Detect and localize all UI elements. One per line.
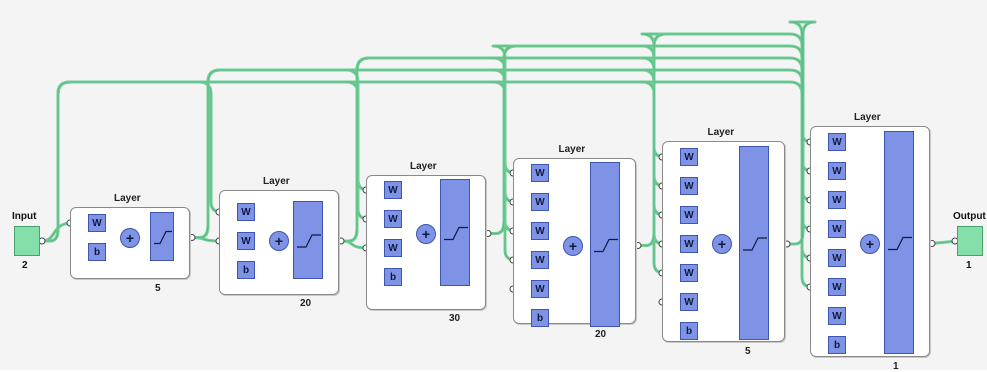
activation-curve-icon (743, 237, 767, 251)
bias-block: b (237, 261, 255, 279)
layer-title: Layer (114, 193, 141, 204)
sum-node: + (120, 227, 140, 248)
transfer-function-block (739, 146, 769, 340)
sum-node: + (416, 223, 436, 244)
transfer-function-block (440, 179, 470, 286)
activation-curve-icon (154, 230, 172, 245)
layer-size: 20 (595, 329, 607, 340)
weight-block: W (680, 206, 698, 224)
bias-block: b (680, 322, 698, 340)
weight-block: W (680, 177, 698, 195)
weight-block: W (828, 133, 846, 151)
weight-block: W (384, 181, 402, 199)
layer-title: Layer (410, 161, 437, 172)
weight-block: W (680, 235, 698, 253)
weight-block: W (680, 148, 698, 166)
weight-block: W (828, 162, 846, 180)
transfer-function-block (884, 131, 914, 354)
transfer-function-block (590, 162, 620, 327)
transfer-function-block (150, 212, 174, 261)
transfer-function-block (293, 201, 323, 279)
weight-block: W (828, 191, 846, 209)
layer-title: Layer (707, 127, 735, 138)
weight-block: W (531, 164, 549, 182)
layer-size: 5 (745, 346, 751, 357)
weight-block: W (384, 239, 402, 257)
bias-block: b (88, 243, 106, 261)
layer-size: 20 (300, 298, 312, 309)
weight-block: W (237, 232, 255, 250)
weight-block: W (680, 264, 698, 282)
output-block (957, 226, 983, 256)
layer-size: 5 (155, 283, 161, 294)
weight-block: W (828, 220, 846, 238)
sum-node: + (269, 231, 289, 251)
activation-curve-icon (444, 226, 468, 241)
layer-title: Layer (558, 144, 586, 155)
output-size: 1 (966, 260, 972, 271)
weight-block: W (680, 293, 698, 311)
layer-size: 1 (893, 361, 899, 372)
bias-block: b (384, 268, 402, 286)
activation-curve-icon (297, 234, 321, 248)
weight-block: W (384, 210, 402, 228)
weight-block: W (531, 193, 549, 211)
activation-curve-icon (594, 238, 618, 253)
input-label: Input (12, 211, 37, 222)
weight-block: W (828, 278, 846, 296)
weight-block: W (828, 307, 846, 325)
bias-block: b (531, 309, 549, 327)
layer-title: Layer (263, 176, 290, 187)
layer-title: Layer (854, 112, 881, 123)
weight-block: W (531, 251, 549, 269)
weight-block: W (531, 222, 549, 240)
weight-block: W (828, 249, 846, 267)
input-size: 2 (22, 260, 28, 271)
layer-size: 30 (449, 313, 461, 324)
input-block (14, 226, 40, 256)
sum-node: + (712, 234, 732, 254)
weight-block: W (531, 280, 549, 298)
weight-block: W (237, 203, 255, 221)
activation-curve-icon (888, 236, 912, 251)
weight-block: W (88, 214, 106, 232)
sum-node: + (563, 235, 583, 256)
bias-block: b (828, 336, 846, 354)
sum-node: + (860, 233, 880, 254)
wire-edge (787, 21, 816, 288)
output-label: Output (953, 211, 986, 222)
